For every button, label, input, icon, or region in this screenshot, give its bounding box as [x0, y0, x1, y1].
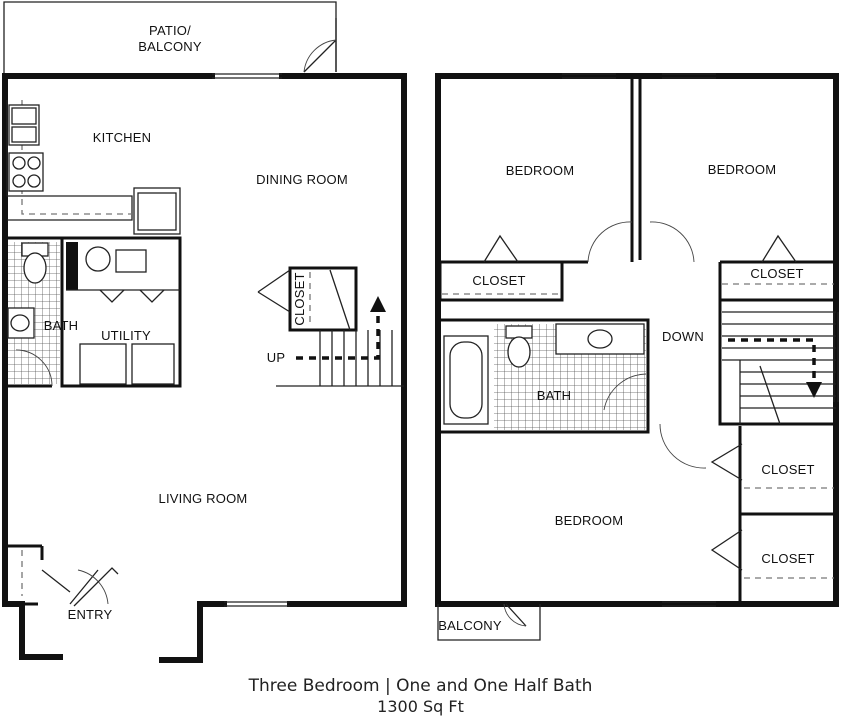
- toilet-icon: [23, 252, 47, 284]
- utility-label: UTILITY: [101, 328, 151, 343]
- upper-exterior-walls: [435, 73, 839, 607]
- balcony-label: BALCONY: [438, 618, 502, 633]
- hall-closet: [438, 262, 564, 302]
- patio-label: PATIO/: [149, 23, 191, 38]
- bath-label-lower: BATH: [44, 318, 79, 333]
- bedroom-1-label: BEDROOM: [506, 163, 575, 178]
- up-arrow: [296, 312, 380, 360]
- bed2-closet-label: CLOSET: [750, 266, 803, 281]
- washer-icon: [79, 343, 127, 385]
- fridge-icon: [133, 187, 181, 235]
- plan-square-footage: 1300 Sq Ft: [377, 697, 464, 716]
- upper-windows: [562, 73, 839, 607]
- closet-a-label: CLOSET: [761, 462, 814, 477]
- upper-bath-door-swing: [603, 373, 647, 411]
- entry-closet-walls: [5, 544, 44, 606]
- down-arrowhead: [806, 382, 822, 398]
- up-arrowhead: [370, 296, 386, 312]
- stair-treads: [319, 330, 393, 386]
- water-heater-icon: [85, 246, 111, 272]
- utility-walls: [5, 236, 182, 388]
- closet-b-label: CLOSET: [761, 551, 814, 566]
- stair-treads-upper: [722, 311, 836, 409]
- hall-closet-label: CLOSET: [472, 273, 525, 288]
- entry-label: ENTRY: [68, 607, 113, 622]
- patio-door-swing: [303, 39, 337, 73]
- stair-closet-label: CLOSET: [292, 272, 307, 325]
- kitchen-counter: [6, 100, 133, 221]
- living-window: [224, 601, 290, 607]
- bedroom-3-label: BEDROOM: [555, 513, 624, 528]
- bedroom-door-swings: [587, 221, 695, 263]
- entry-door: [73, 567, 119, 607]
- dryer-icon: [131, 343, 175, 385]
- bedroom-walls: [438, 78, 836, 264]
- upper-toilet-icon: [507, 336, 531, 368]
- patio-slider: [212, 73, 282, 79]
- bedroom-2-label: BEDROOM: [708, 162, 777, 177]
- ground-floor: [2, 1, 407, 663]
- ground-exterior-walls: [2, 73, 407, 663]
- upper-bath-walls: [440, 318, 650, 434]
- patio-label-2: BALCONY: [138, 39, 202, 54]
- bedroom-3-door-swing: [659, 423, 707, 469]
- balcony-rail: [437, 604, 541, 641]
- lower-closets-walls: [738, 426, 836, 604]
- up-label: UP: [267, 350, 285, 365]
- upper-toilet-tank-icon: [505, 325, 533, 339]
- dining-room-label: DINING ROOM: [256, 172, 348, 187]
- bath-door-swing: [15, 349, 53, 387]
- bath-label-upper: BATH: [537, 388, 572, 403]
- utility-bifold-door: [99, 289, 165, 303]
- down-label: DOWN: [662, 329, 704, 344]
- living-room-label: LIVING ROOM: [159, 491, 248, 506]
- upper-floor: [435, 73, 839, 641]
- down-arrow: [728, 338, 816, 382]
- stairwell-walls: [718, 300, 836, 426]
- plan-title: Three Bedroom | One and One Half Bath: [248, 676, 593, 696]
- kitchen-label: KITCHEN: [93, 130, 151, 145]
